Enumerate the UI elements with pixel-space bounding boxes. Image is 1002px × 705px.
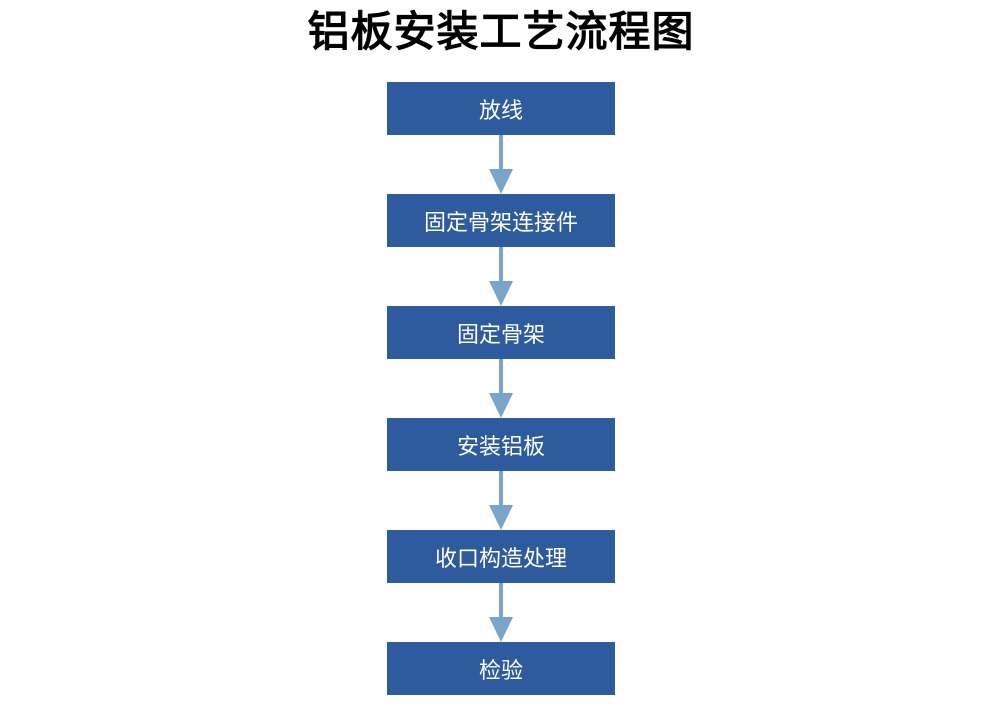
step-box-install-panels: 安装铝板 <box>387 418 615 471</box>
flow-arrow <box>488 471 514 530</box>
flow-arrow <box>488 359 514 418</box>
flow-arrow <box>488 135 514 194</box>
page-title: 铝板安装工艺流程图 <box>307 7 695 56</box>
step-box-fix-frame: 固定骨架 <box>387 306 615 359</box>
step-label: 固定骨架连接件 <box>423 210 578 236</box>
flow-arrow <box>488 247 514 306</box>
flow-arrow <box>488 583 514 642</box>
step-label: 收口构造处理 <box>434 546 567 572</box>
step-label: 放线 <box>478 98 523 124</box>
step-label: 检验 <box>478 658 523 684</box>
step-label: 安装铝板 <box>456 434 545 460</box>
step-box-edge-treatment: 收口构造处理 <box>387 530 615 583</box>
step-box-fix-connectors: 固定骨架连接件 <box>387 194 615 247</box>
step-label: 固定骨架 <box>456 322 545 348</box>
step-box-layout: 放线 <box>387 82 615 135</box>
step-box-inspection: 检验 <box>387 642 615 695</box>
